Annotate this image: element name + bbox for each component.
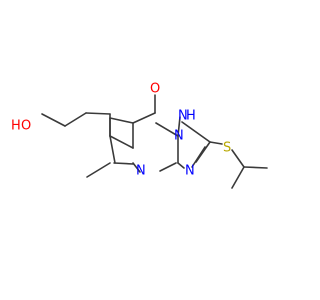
bond [85,112,111,115]
molecule-structure: O H O N H N N N S [11,82,268,189]
nitrogen-atom-label: N [178,109,188,124]
bond [113,162,134,165]
sulfur-atom-label: S [223,141,231,156]
bond [109,135,134,149]
bond [155,122,179,137]
bond [109,135,116,164]
oxygen-atom-label: O [21,119,31,134]
bond [209,141,223,145]
bond [109,117,134,124]
hydrogen-atom-label: H [186,109,196,124]
hydrogen-atom-label: H [11,119,21,134]
bond [243,166,268,169]
bond [181,121,211,143]
atom-labels: O H O N H N N N S [11,82,231,179]
bond [159,162,177,172]
bond [64,112,87,127]
bond [132,112,156,124]
bond [41,113,66,127]
bond [191,146,206,168]
bond [231,149,245,168]
nitrogen-atom-label: N [174,129,184,144]
nitrogen-atom-label: N [136,164,146,179]
bond [86,162,111,178]
bond [231,166,245,189]
nitrogen-atom-label: N [185,164,195,179]
bonds [41,94,268,189]
bond [177,162,185,169]
oxygen-atom-label: O [150,82,160,97]
bond [177,116,181,137]
bond [132,162,141,173]
